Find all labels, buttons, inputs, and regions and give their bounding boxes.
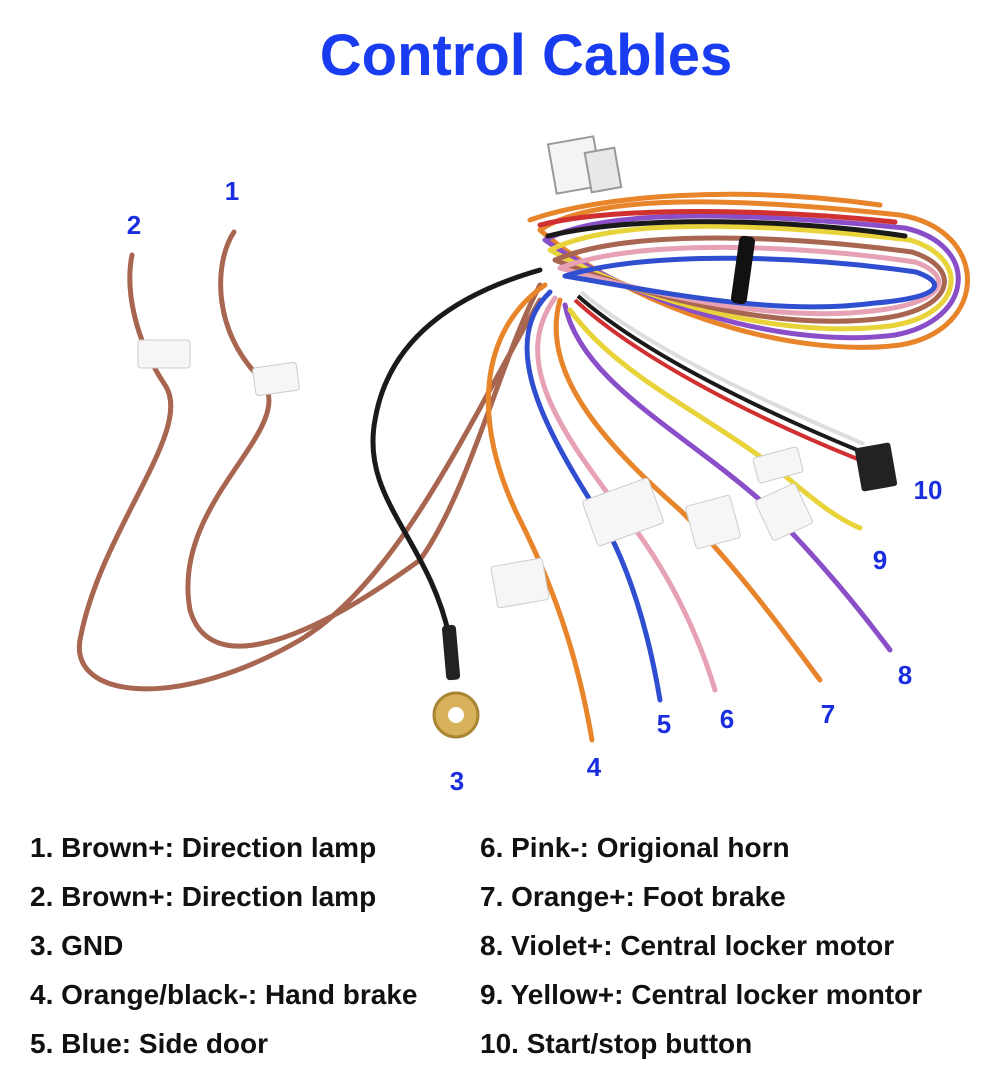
label-5: 5 <box>656 709 672 739</box>
legend-left: 1. Brown+: Direction lamp 2. Brown+: Dir… <box>30 828 417 1073</box>
legend-item-7: 7. Orange+: Foot brake <box>480 881 786 912</box>
wire-10-black <box>576 294 863 454</box>
wiring-harness-illustration <box>76 135 970 743</box>
wire-tag-8 <box>755 483 813 541</box>
label-7: 7 <box>820 699 836 729</box>
legend-item-2: 2. Brown+: Direction lamp <box>30 881 377 912</box>
legend-item-1: 1. Brown+: Direction lamp <box>30 832 377 863</box>
wire-10-white <box>579 290 865 446</box>
wire-2-brown <box>76 252 543 692</box>
label-1: 1 <box>224 176 240 206</box>
page-title: Control Cables <box>319 23 733 88</box>
label-4: 4 <box>586 752 602 782</box>
wire-9-yellow <box>567 307 863 531</box>
wire-3-black <box>370 267 543 643</box>
label-9: 9 <box>872 545 888 575</box>
label-6: 6 <box>719 704 735 734</box>
legend-item-6: 6. Pink-: Origional horn <box>480 832 790 863</box>
wire-tag-1 <box>252 361 300 397</box>
legend-item-4: 4. Orange/black-: Hand brake <box>30 979 418 1010</box>
wire-7-orange <box>553 297 823 683</box>
wire-tag-2 <box>137 339 191 369</box>
wire-tag-9 <box>752 446 804 484</box>
wire-8-violet <box>562 302 893 653</box>
wire-10-red <box>573 298 861 462</box>
wire-1-brown <box>185 229 543 649</box>
top-connector <box>546 135 623 195</box>
legend-item-9: 9. Yellow+: Central locker montor <box>480 979 923 1010</box>
label-2: 2 <box>126 210 142 240</box>
wire-4-orange <box>485 282 595 743</box>
legend-item-3: 3. GND <box>30 930 124 961</box>
label-3: 3 <box>449 766 465 796</box>
wire-tag-7 <box>685 494 741 550</box>
legend-item-5: 5. Blue: Side door <box>30 1028 269 1059</box>
wire-tag-5-6 <box>582 477 664 547</box>
label-10: 10 <box>913 475 943 505</box>
legend-item-10: 10. Start/stop button <box>480 1028 753 1059</box>
wire-tag-4 <box>490 557 550 609</box>
cable-coil <box>527 191 970 350</box>
label-8: 8 <box>897 660 913 690</box>
start-stop-connector <box>854 442 898 492</box>
legend-item-8: 8. Violet+: Central locker motor <box>480 930 895 961</box>
legend-right: 6. Pink-: Origional horn 7. Orange+: Foo… <box>480 828 922 1073</box>
cable-tie <box>730 235 756 305</box>
